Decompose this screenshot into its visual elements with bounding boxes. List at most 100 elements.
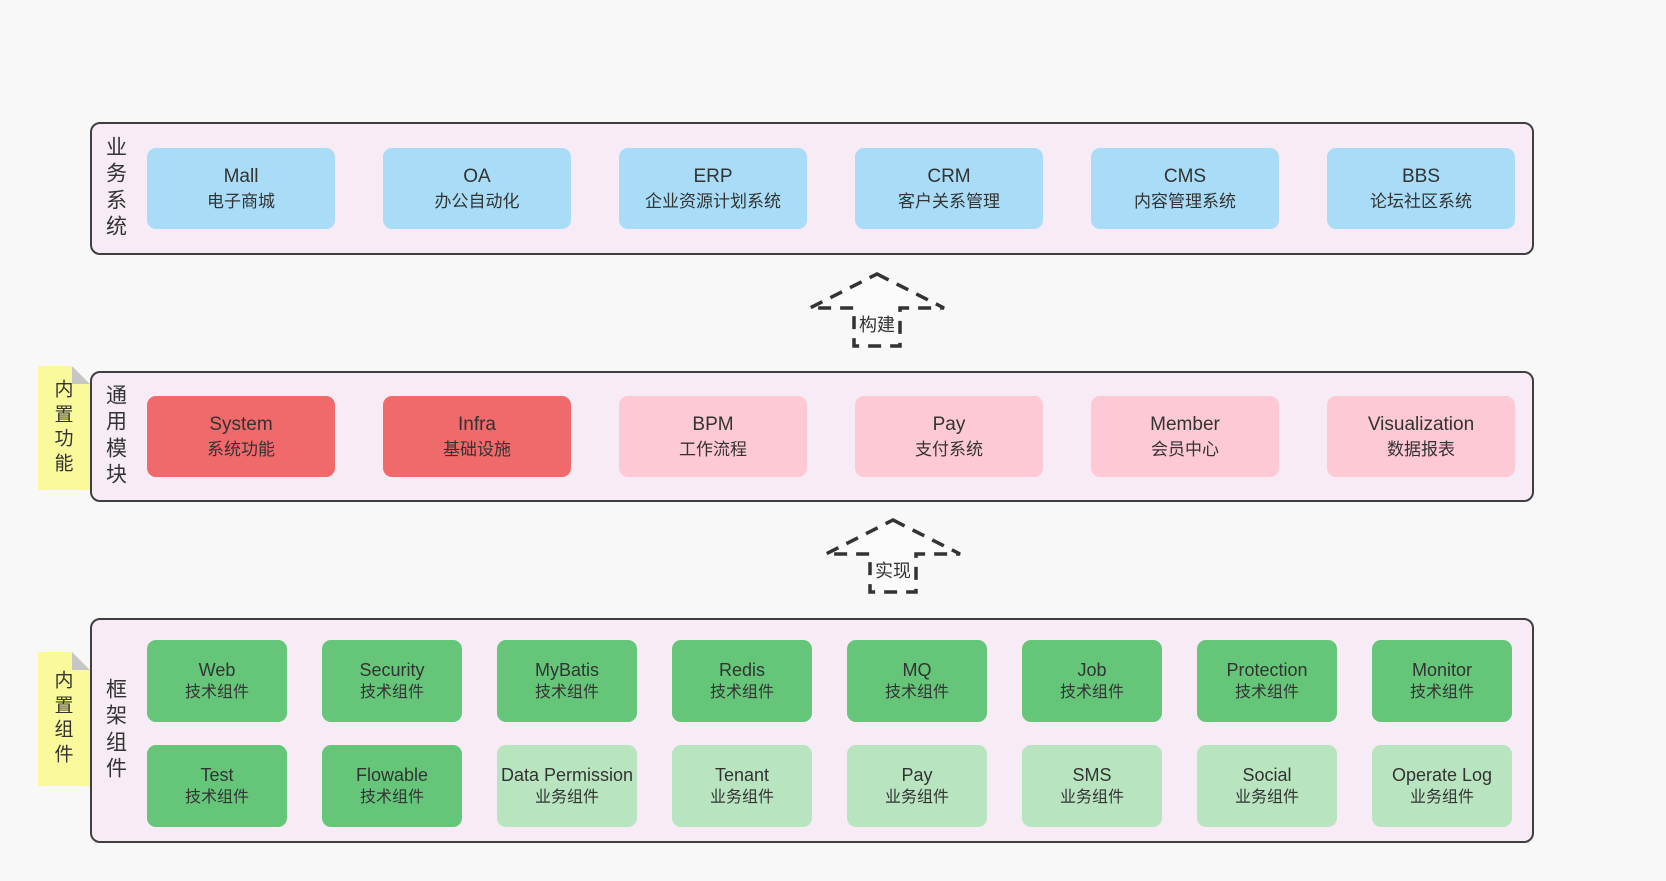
box-web: Web 技术组件 bbox=[147, 640, 287, 722]
box-title: Redis bbox=[718, 659, 766, 680]
box-title: Pay bbox=[932, 413, 966, 435]
box-pay-component: Pay 业务组件 bbox=[847, 745, 987, 827]
panel-title: 通用模块 bbox=[106, 384, 127, 488]
box-subtitle: 内容管理系统 bbox=[1134, 191, 1236, 211]
box-title: OA bbox=[463, 165, 491, 187]
box-subtitle: 技术组件 bbox=[1409, 683, 1474, 701]
sticky-label: 内置功能 bbox=[54, 379, 74, 475]
box-subtitle: 电子商城 bbox=[207, 191, 275, 211]
box-title: Monitor bbox=[1411, 659, 1473, 680]
box-monitor: Monitor 技术组件 bbox=[1372, 640, 1512, 722]
box-subtitle: 数据报表 bbox=[1387, 439, 1455, 459]
box-title: CMS bbox=[1163, 165, 1207, 187]
box-title: Test bbox=[200, 764, 234, 785]
box-subtitle: 技术组件 bbox=[359, 683, 424, 701]
box-subtitle: 支付系统 bbox=[915, 439, 983, 459]
box-title: Mall bbox=[223, 165, 259, 187]
box-flowable: Flowable 技术组件 bbox=[322, 745, 462, 827]
box-title: System bbox=[209, 413, 273, 435]
box-pay-system: Pay 支付系统 bbox=[855, 396, 1043, 477]
panel-business-systems: 业务系统 Mall 电子商城 OA 办公自动化 ERP 企业资源计划系统 CRM… bbox=[90, 122, 1534, 255]
box-test: Test 技术组件 bbox=[147, 745, 287, 827]
box-title: Web bbox=[198, 659, 236, 680]
box-title: Operate Log bbox=[1391, 764, 1493, 785]
box-title: Tenant bbox=[714, 764, 770, 785]
arrow-implement: 实现 bbox=[823, 517, 963, 595]
box-subtitle: 业务组件 bbox=[1059, 788, 1124, 806]
box-subtitle: 技术组件 bbox=[1059, 683, 1124, 701]
panel-common-modules: 通用模块 System 系统功能 Infra 基础设施 BPM 工作流程 Pay… bbox=[90, 371, 1534, 502]
box-crm: CRM 客户关系管理 bbox=[855, 148, 1043, 229]
business-box-row: Mall 电子商城 OA 办公自动化 ERP 企业资源计划系统 CRM 客户关系… bbox=[147, 148, 1515, 229]
box-subtitle: 技术组件 bbox=[184, 788, 249, 806]
arrow-build: 构建 bbox=[807, 271, 947, 349]
box-title: BBS bbox=[1401, 165, 1441, 187]
box-member: Member 会员中心 bbox=[1091, 396, 1279, 477]
box-subtitle: 客户关系管理 bbox=[898, 191, 1000, 211]
box-subtitle: 技术组件 bbox=[884, 683, 949, 701]
box-subtitle: 基础设施 bbox=[443, 439, 511, 459]
box-subtitle: 办公自动化 bbox=[434, 191, 520, 211]
box-mybatis: MyBatis 技术组件 bbox=[497, 640, 637, 722]
box-subtitle: 企业资源计划系统 bbox=[645, 191, 781, 211]
sticky-note-builtin-components: 内置组件 bbox=[38, 652, 90, 786]
box-mall: Mall 电子商城 bbox=[147, 148, 335, 229]
box-erp: ERP 企业资源计划系统 bbox=[619, 148, 807, 229]
box-infra: Infra 基础设施 bbox=[383, 396, 571, 477]
box-title: Data Permission bbox=[500, 764, 634, 785]
modules-box-row: System 系统功能 Infra 基础设施 BPM 工作流程 Pay 支付系统… bbox=[147, 396, 1515, 477]
box-subtitle: 业务组件 bbox=[534, 788, 599, 806]
box-subtitle: 工作流程 bbox=[679, 439, 747, 459]
box-subtitle: 技术组件 bbox=[1234, 683, 1299, 701]
box-title: Flowable bbox=[355, 764, 429, 785]
box-subtitle: 业务组件 bbox=[1234, 788, 1299, 806]
box-title: BPM bbox=[692, 413, 734, 435]
block-arrow-up-icon bbox=[825, 518, 961, 594]
panel-framework-components: 框架组件 Web 技术组件 Security 技术组件 MyBatis 技术组件… bbox=[90, 618, 1534, 843]
box-title: MQ bbox=[902, 659, 932, 680]
box-subtitle: 技术组件 bbox=[359, 788, 424, 806]
box-cms: CMS 内容管理系统 bbox=[1091, 148, 1279, 229]
box-social: Social 业务组件 bbox=[1197, 745, 1337, 827]
box-subtitle: 技术组件 bbox=[184, 683, 249, 701]
box-bpm: BPM 工作流程 bbox=[619, 396, 807, 477]
box-subtitle: 业务组件 bbox=[884, 788, 949, 806]
components-row-1: Web 技术组件 Security 技术组件 MyBatis 技术组件 Redi… bbox=[147, 640, 1512, 722]
box-title: Job bbox=[1077, 659, 1107, 680]
box-title: Protection bbox=[1226, 659, 1308, 680]
box-redis: Redis 技术组件 bbox=[672, 640, 812, 722]
box-title: Visualization bbox=[1367, 413, 1475, 435]
box-title: Security bbox=[359, 659, 425, 680]
box-sms: SMS 业务组件 bbox=[1022, 745, 1162, 827]
box-subtitle: 论坛社区系统 bbox=[1370, 191, 1472, 211]
box-oa: OA 办公自动化 bbox=[383, 148, 571, 229]
box-subtitle: 业务组件 bbox=[709, 788, 774, 806]
box-security: Security 技术组件 bbox=[322, 640, 462, 722]
box-bbs: BBS 论坛社区系统 bbox=[1327, 148, 1515, 229]
box-subtitle: 技术组件 bbox=[709, 683, 774, 701]
box-title: Member bbox=[1150, 413, 1220, 435]
sticky-note-builtin-features: 内置功能 bbox=[38, 366, 90, 490]
box-title: SMS bbox=[1072, 764, 1112, 785]
panel-title: 业务系统 bbox=[106, 136, 127, 240]
components-row-2: Test 技术组件 Flowable 技术组件 Data Permission … bbox=[147, 745, 1512, 827]
box-subtitle: 技术组件 bbox=[534, 683, 599, 701]
box-visualization: Visualization 数据报表 bbox=[1327, 396, 1515, 477]
box-job: Job 技术组件 bbox=[1022, 640, 1162, 722]
box-title: Pay bbox=[901, 764, 933, 785]
box-system: System 系统功能 bbox=[147, 396, 335, 477]
sticky-label: 内置组件 bbox=[54, 670, 74, 766]
box-subtitle: 会员中心 bbox=[1151, 439, 1219, 459]
box-subtitle: 业务组件 bbox=[1409, 788, 1474, 806]
box-title: Infra bbox=[457, 413, 497, 435]
block-arrow-up-icon bbox=[809, 272, 945, 348]
box-title: CRM bbox=[927, 165, 971, 187]
box-tenant: Tenant 业务组件 bbox=[672, 745, 812, 827]
box-title: MyBatis bbox=[534, 659, 599, 680]
arrow-label: 构建 bbox=[856, 311, 898, 337]
box-subtitle: 系统功能 bbox=[207, 439, 275, 459]
arrow-label: 实现 bbox=[872, 557, 914, 583]
box-data-permission: Data Permission 业务组件 bbox=[497, 745, 637, 827]
box-title: ERP bbox=[693, 165, 733, 187]
folded-corner-icon bbox=[72, 652, 90, 670]
